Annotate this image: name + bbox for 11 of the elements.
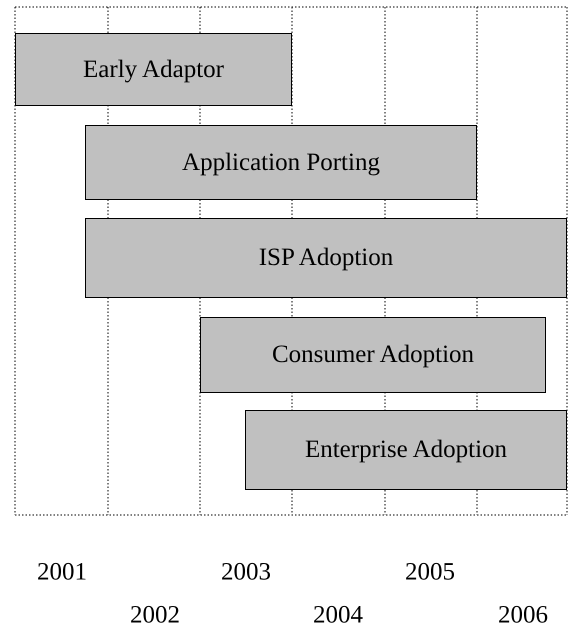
year-label: 2004 [313, 602, 363, 628]
year-label: 2003 [221, 560, 271, 584]
year-label: 2005 [405, 560, 455, 584]
year-label: 2001 [37, 560, 87, 584]
timeline-bar: Early Adaptor [15, 33, 292, 106]
timeline-bar: Application Porting [85, 125, 477, 200]
year-label: 2006 [498, 602, 548, 628]
timeline-bar: Enterprise Adoption [245, 410, 567, 490]
timeline-bar: Consumer Adoption [200, 317, 546, 393]
timeline-bar: ISP Adoption [85, 218, 567, 298]
year-label: 2002 [130, 602, 180, 628]
